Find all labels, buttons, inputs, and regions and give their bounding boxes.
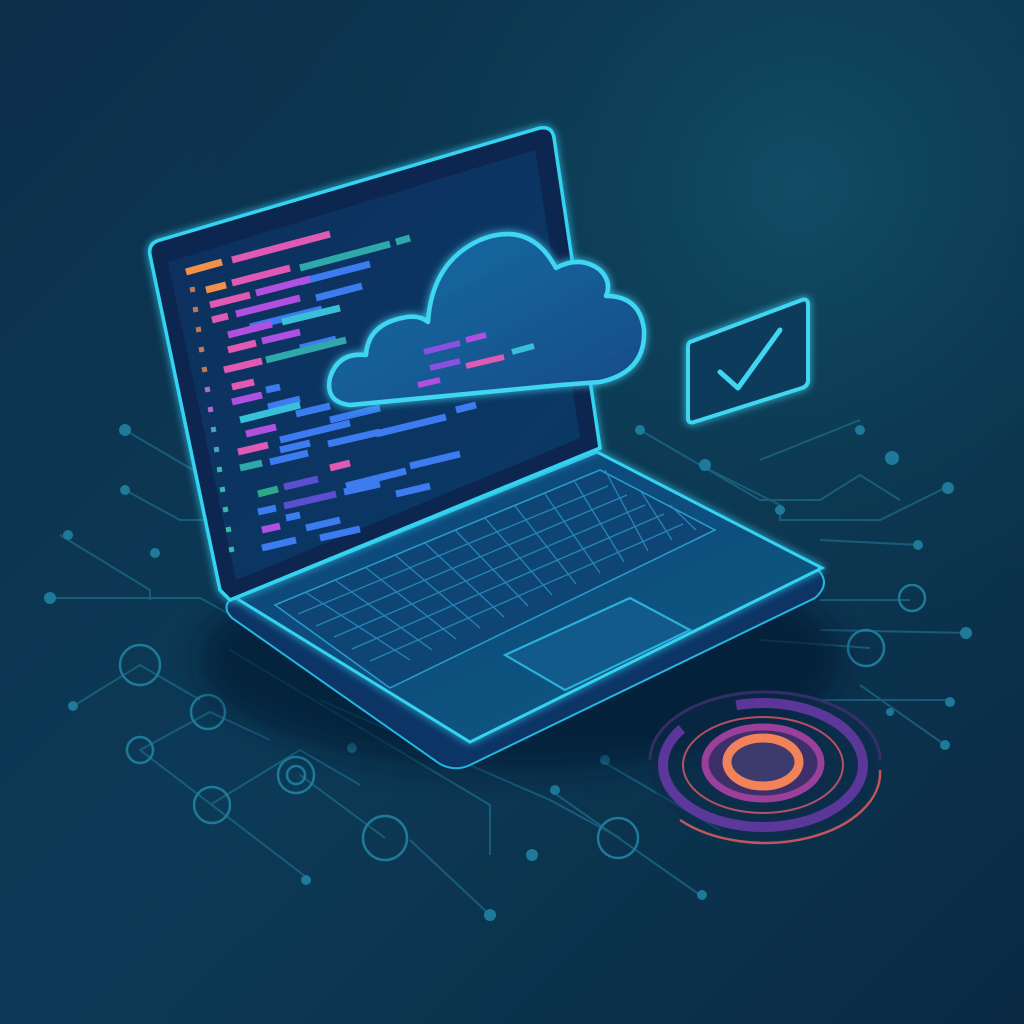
cloud-icon — [326, 231, 647, 408]
checkmark-icon — [686, 297, 810, 425]
cloud-code-lines — [417, 332, 535, 388]
keyboard-keys — [297, 469, 697, 662]
code-editor-lines — [185, 230, 477, 553]
circuit-lines-left — [50, 429, 721, 916]
target-icon — [648, 690, 882, 845]
circuit-lines-right — [639, 419, 971, 746]
circuit-nodes-right — [846, 583, 927, 668]
circuit-dots-right — [635, 425, 972, 750]
laptop-keyboard — [273, 469, 717, 689]
laptop-trackpad — [502, 596, 693, 692]
circuit-nodes-left — [118, 643, 640, 862]
line-number-markers — [189, 286, 235, 553]
